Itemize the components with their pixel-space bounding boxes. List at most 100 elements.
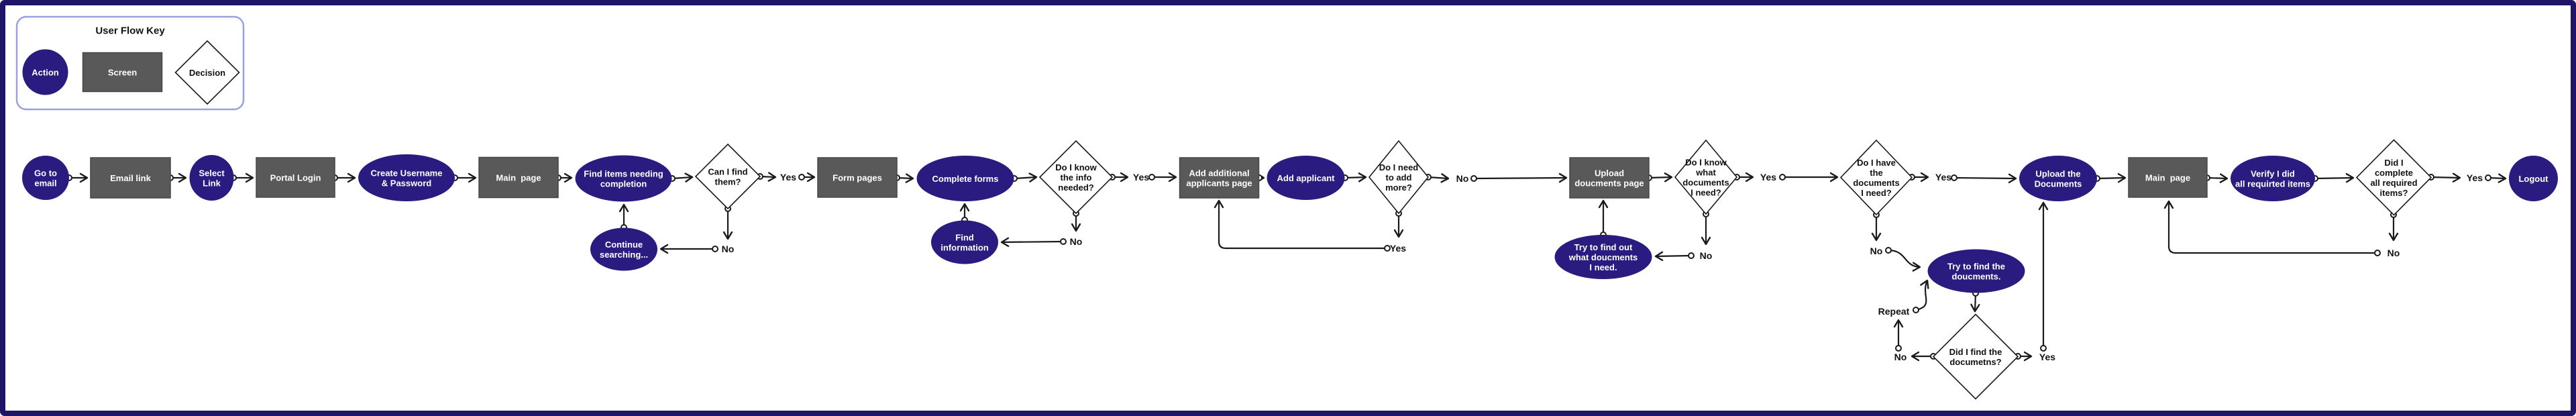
node-label: Email link bbox=[110, 173, 151, 183]
edge-start-connector bbox=[1060, 238, 1067, 245]
action-ellipse bbox=[1554, 235, 1652, 279]
node-label: Screen bbox=[108, 67, 137, 77]
node-label: Main page bbox=[2145, 172, 2190, 183]
node-complete-forms: Complete forms bbox=[916, 156, 1014, 201]
key-title: User Flow Key bbox=[95, 25, 165, 37]
node-label: Portal Login bbox=[270, 172, 321, 183]
node-label: Logout bbox=[2518, 174, 2548, 184]
action-ellipse bbox=[590, 227, 657, 271]
action-ellipse bbox=[575, 155, 672, 202]
edge-start-connector bbox=[1779, 174, 1786, 180]
label-yes-can-i-find: Yes bbox=[780, 172, 796, 183]
node-add-applicant: Add applicant bbox=[1267, 156, 1345, 200]
label-yes-know-info: Yes bbox=[1133, 172, 1149, 183]
edge-find-items-to-can-i-find-them bbox=[672, 172, 694, 183]
label-no-did-i-complete: No bbox=[2387, 248, 2400, 258]
screen-rect bbox=[478, 156, 559, 199]
decision-diamond bbox=[1038, 140, 1114, 215]
screen-rect bbox=[256, 157, 335, 198]
node-label: Action bbox=[32, 67, 59, 77]
decision-diamond bbox=[1839, 139, 1913, 216]
edge-start-connector bbox=[2040, 345, 2047, 352]
action-ellipse bbox=[916, 156, 1014, 201]
decision-diamond bbox=[1368, 140, 1430, 215]
label-yes-know-docs: Yes bbox=[1760, 172, 1776, 183]
label-no-have-docs: No bbox=[1870, 246, 1883, 256]
label-yes-need-more: Yes bbox=[1390, 243, 1406, 254]
edge-start-connector bbox=[1885, 247, 1892, 254]
node-create-username: Create Username& Password bbox=[358, 154, 455, 201]
node-form-pages: Form pages bbox=[817, 157, 898, 198]
edge-no-loop-to-main-page-2 bbox=[2163, 200, 2377, 254]
action-ellipse bbox=[2231, 156, 2315, 201]
label-no-need-more: No bbox=[1456, 173, 1469, 184]
screen-rect bbox=[2128, 157, 2208, 198]
screen-rect bbox=[1569, 157, 1650, 199]
label-no-know-info: No bbox=[1070, 236, 1083, 247]
node-key-action: Action bbox=[22, 49, 68, 95]
label-no-can-i-find: No bbox=[722, 244, 735, 254]
node-label: Complete forms bbox=[932, 174, 999, 184]
edge-start-connector bbox=[1470, 175, 1477, 182]
node-label: Create Username& Password bbox=[371, 168, 443, 188]
node-main-page-2: Main page bbox=[2128, 157, 2208, 198]
edge-start-connector bbox=[1688, 252, 1695, 259]
node-label: Main page bbox=[496, 172, 541, 183]
screen-rect bbox=[1179, 157, 1260, 199]
node-email-link: Email link bbox=[90, 157, 171, 199]
edge-no-to-try-find-docs bbox=[1888, 249, 1921, 272]
screen-rect bbox=[817, 157, 898, 198]
action-ellipse bbox=[1927, 249, 2025, 293]
decision-diamond bbox=[1674, 139, 1738, 215]
node-portal-login: Portal Login bbox=[256, 157, 335, 198]
action-ellipse bbox=[2509, 156, 2558, 201]
node-label: Form pages bbox=[833, 172, 882, 183]
edge-start-connector bbox=[1951, 174, 1957, 181]
node-logout: Logout bbox=[2509, 156, 2558, 201]
edge-add-applicant-to-do-i-need-more bbox=[1344, 172, 1367, 183]
label-yes-did-i-complete: Yes bbox=[2467, 172, 2483, 183]
decision-diamond bbox=[694, 143, 761, 210]
edge-start-connector bbox=[798, 174, 805, 180]
edge-repeat-to-try-find-docs bbox=[1915, 279, 1929, 311]
edge-start-connector bbox=[1148, 174, 1155, 180]
edge-yes-loop-to-add-additional bbox=[1214, 199, 1387, 250]
edge-start-connector bbox=[1913, 307, 1919, 313]
node-key-screen: Screen bbox=[82, 52, 163, 93]
edge-did-i-complete-to-yes bbox=[2430, 172, 2461, 183]
edge-start-connector bbox=[1895, 345, 1902, 352]
edge-start-connector bbox=[2374, 250, 2381, 256]
edge-complete-forms-to-do-i-know-info bbox=[1014, 172, 1038, 183]
action-ellipse bbox=[1267, 156, 1345, 200]
label-repeat: Repeat bbox=[1878, 306, 1910, 317]
